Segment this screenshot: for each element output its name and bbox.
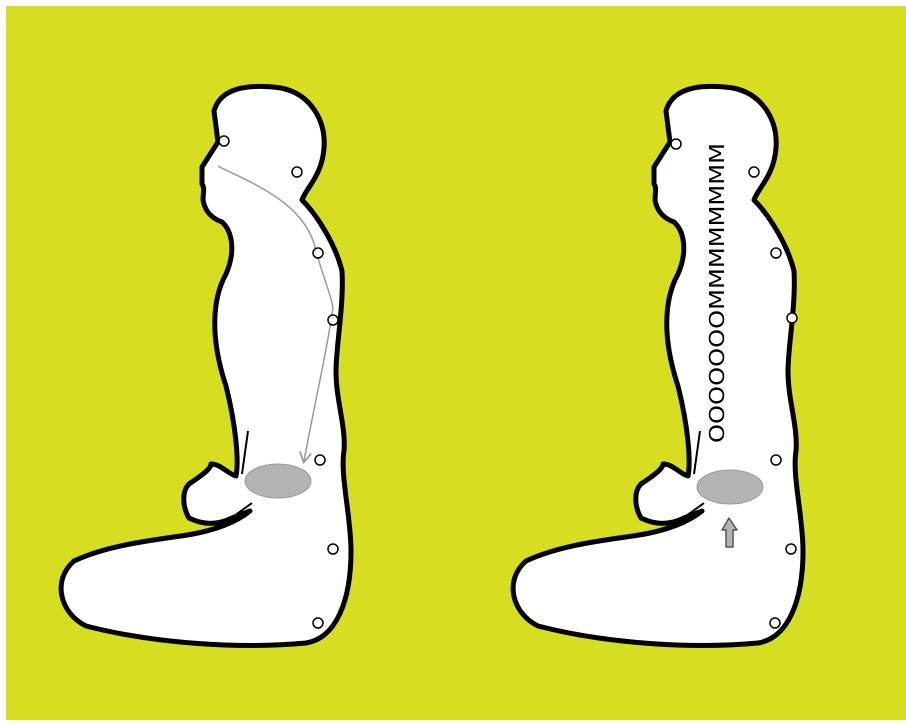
right-point-back-upper <box>787 313 797 323</box>
left-point-back-lower <box>315 455 325 465</box>
right-point-sacrum <box>786 544 796 554</box>
left-point-forehead <box>219 136 229 146</box>
right-point-base <box>770 618 780 628</box>
right-point-forehead <box>671 139 681 149</box>
right-point-neck <box>771 248 781 258</box>
left-hara-center <box>245 464 311 498</box>
meditation-diagram: OOOOOOOMMMMMMMM <box>6 6 906 720</box>
left-point-back-upper <box>328 315 338 325</box>
left-point-neck <box>313 248 323 258</box>
left-point-base <box>313 618 323 628</box>
left-point-sacrum <box>328 544 338 554</box>
diagram-canvas: OOOOOOOMMMMMMMM <box>6 6 906 720</box>
right-point-back-lower <box>771 455 781 465</box>
left-point-occiput <box>292 167 302 177</box>
right-hara-center <box>697 470 763 504</box>
chant-text: OOOOOOOMMMMMMMM <box>705 143 729 443</box>
right-point-occiput <box>749 167 759 177</box>
